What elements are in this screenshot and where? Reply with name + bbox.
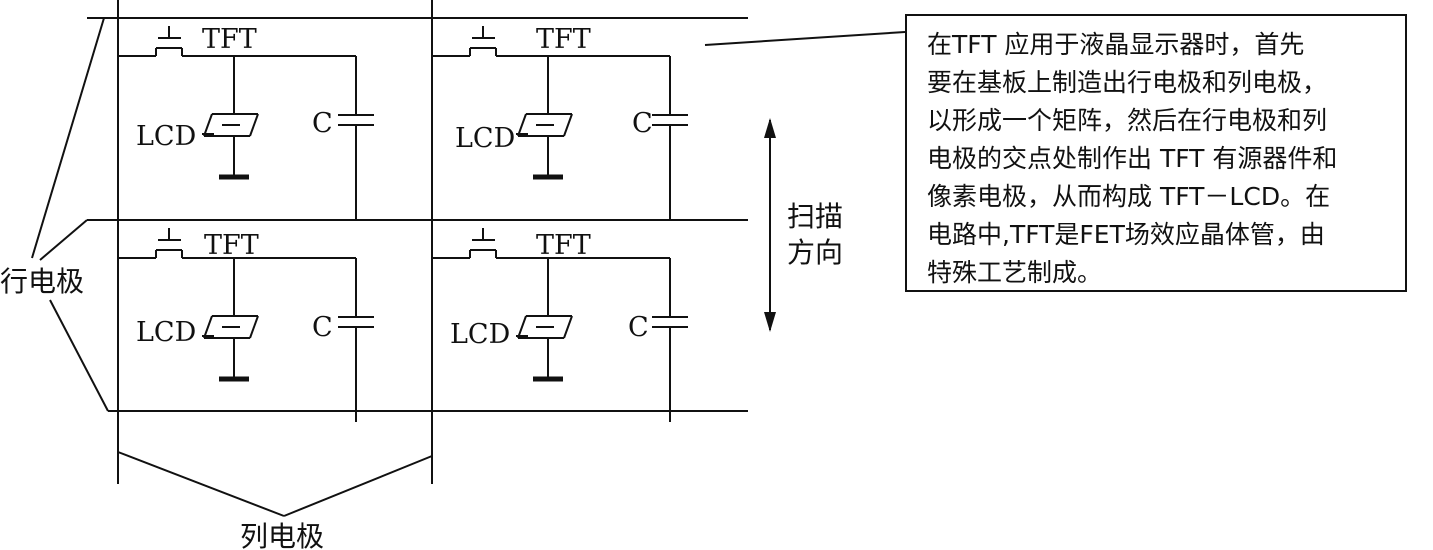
lcd-label-4: LCD (450, 319, 510, 350)
scan-direction-label-line1: 扫描 (787, 200, 843, 233)
description-note-box: 在TFT 应用于液晶显示器时，首先 要在基板上制造出行电极和列电极， 以形成一个… (905, 14, 1407, 292)
tft-label-1: TFT (202, 24, 257, 55)
note-line-5: 像素电极，从而构成 TFT－LCD。在 (927, 182, 1331, 211)
tft-label-4: TFT (536, 230, 591, 261)
note-line-2: 要在基板上制造出行电极和列电极， (927, 68, 1328, 97)
tft-label-3: TFT (204, 230, 259, 261)
row-electrode-pointer-2 (39, 219, 88, 261)
note-line-4: 电极的交点处制作出 TFT 有源器件和 (927, 144, 1338, 173)
column-electrode-pointer-1 (117, 451, 285, 517)
lcd-label-1: LCD (136, 121, 196, 152)
note-leader-line (704, 31, 906, 46)
note-line-1: 在TFT 应用于液晶显示器时，首先 (927, 30, 1305, 59)
lcd-label-2: LCD (455, 123, 515, 154)
capacitor-label-4: C (628, 312, 649, 343)
lcd-label-3: LCD (136, 317, 196, 348)
note-line-7: 特殊工艺制成。 (927, 258, 1103, 287)
row-electrode-pointer-1 (31, 17, 105, 259)
row-electrode-label: 行电极 (0, 265, 84, 298)
capacitor-label-1: C (312, 108, 333, 139)
column-electrode-label: 列电极 (240, 520, 324, 550)
tft-label-2: TFT (536, 24, 591, 55)
row-electrode-pointer-3 (49, 299, 109, 412)
note-line-3: 以形成一个矩阵，然后在行电极和列 (927, 106, 1328, 135)
scan-direction-label-line2: 方向 (787, 236, 843, 269)
capacitor-label-2: C (632, 108, 653, 139)
capacitor-label-3: C (312, 312, 333, 343)
column-electrode-pointer-2 (283, 455, 433, 517)
note-line-6: 电路中,TFT是FET场效应晶体管，由 (927, 220, 1325, 249)
